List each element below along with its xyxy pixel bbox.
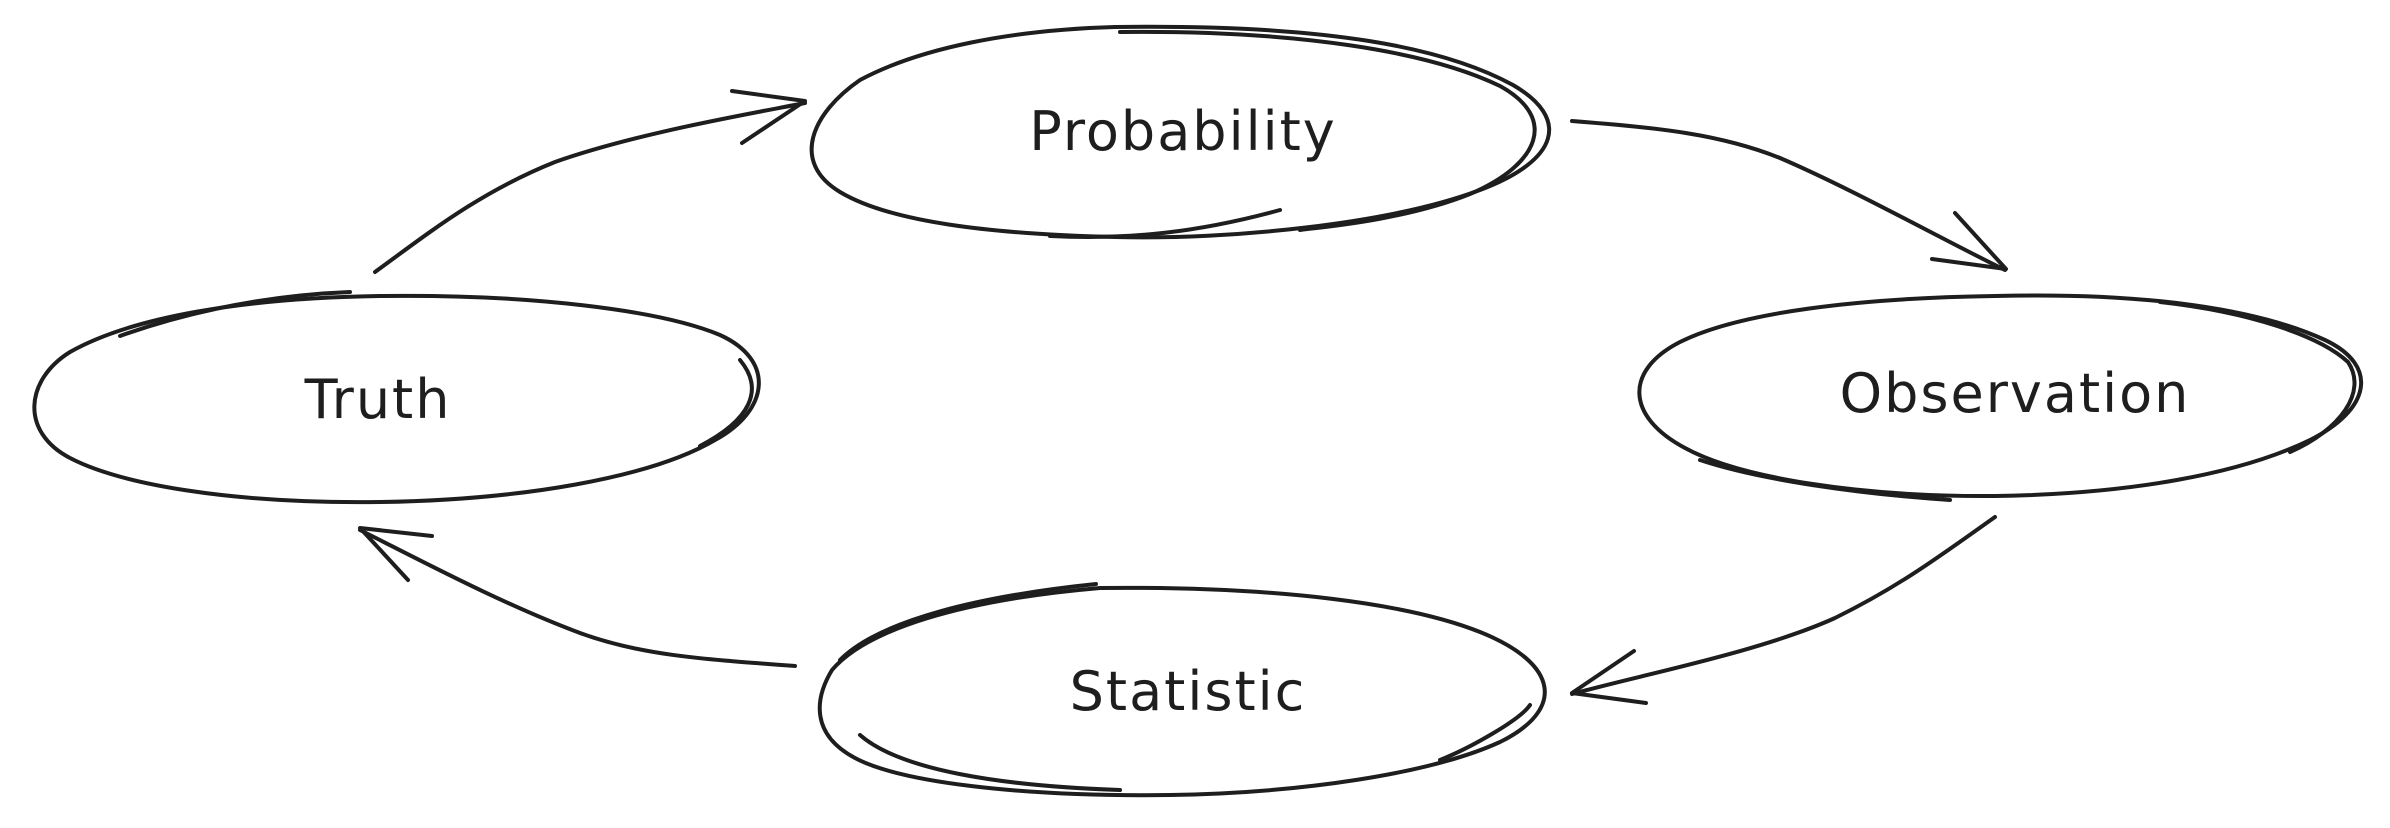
arrow-truth-to-probability <box>373 89 807 274</box>
arrow-line <box>1570 119 2007 272</box>
observation-node[interactable]: Observation <box>1637 293 2364 502</box>
truth-node[interactable]: Truth <box>32 290 761 505</box>
arrowhead <box>358 526 434 582</box>
statistic-node[interactable]: Statistic <box>817 582 1547 798</box>
arrow-observation-to-statistic <box>1570 515 1997 705</box>
statistic-ellipse <box>817 585 1547 798</box>
arrow-line <box>373 101 807 274</box>
probability-ellipse <box>809 24 1552 240</box>
statistic-label: Statistic <box>1070 660 1307 723</box>
arrow-statistic-to-truth <box>358 526 797 668</box>
statistic-ellipse-overdraw <box>838 582 1532 792</box>
truth-ellipse-overdraw <box>118 290 754 448</box>
observation-ellipse-overdraw <box>1698 300 2357 502</box>
arrow-line <box>358 528 797 668</box>
arrowhead <box>1570 649 1648 705</box>
arrowhead <box>730 89 807 145</box>
arrow-probability-to-observation <box>1570 119 2008 272</box>
arrowhead <box>1930 211 2008 271</box>
probability-ellipse-overdraw <box>1048 29 1537 239</box>
probability-node[interactable]: Probability <box>809 24 1552 240</box>
probability-label: Probability <box>1029 100 1336 163</box>
observation-ellipse <box>1637 293 2364 499</box>
truth-ellipse <box>32 293 761 505</box>
truth-label: Truth <box>304 368 452 431</box>
observation-label: Observation <box>1840 362 2191 425</box>
arrow-line <box>1570 515 1997 696</box>
